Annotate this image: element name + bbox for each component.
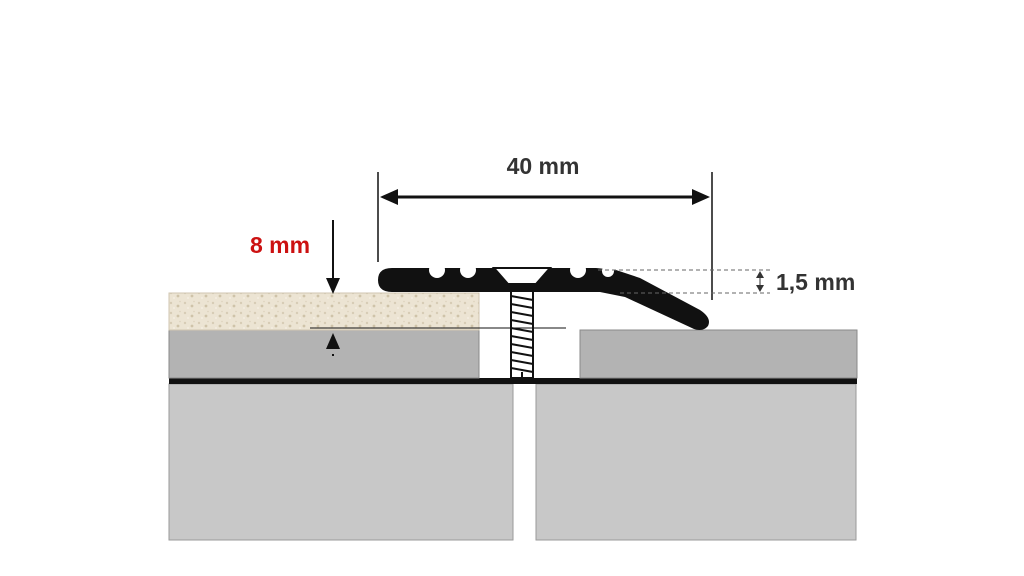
substrate-slab-right	[535, 383, 857, 541]
substrate-line	[169, 378, 857, 384]
substrate-slab-left	[168, 383, 514, 541]
floor-layer-right	[579, 329, 858, 379]
width-dimension	[377, 172, 713, 300]
height-dimension	[326, 220, 340, 356]
thickness-label: 1,5 mm	[776, 269, 855, 295]
floor-layer-left	[168, 329, 480, 379]
thickness-dimension	[598, 269, 770, 294]
width-label: 40 mm	[507, 153, 580, 179]
transition-profile	[378, 262, 709, 330]
screw	[510, 285, 534, 380]
carpet-layer	[168, 292, 480, 331]
height-label: 8 mm	[250, 232, 310, 258]
